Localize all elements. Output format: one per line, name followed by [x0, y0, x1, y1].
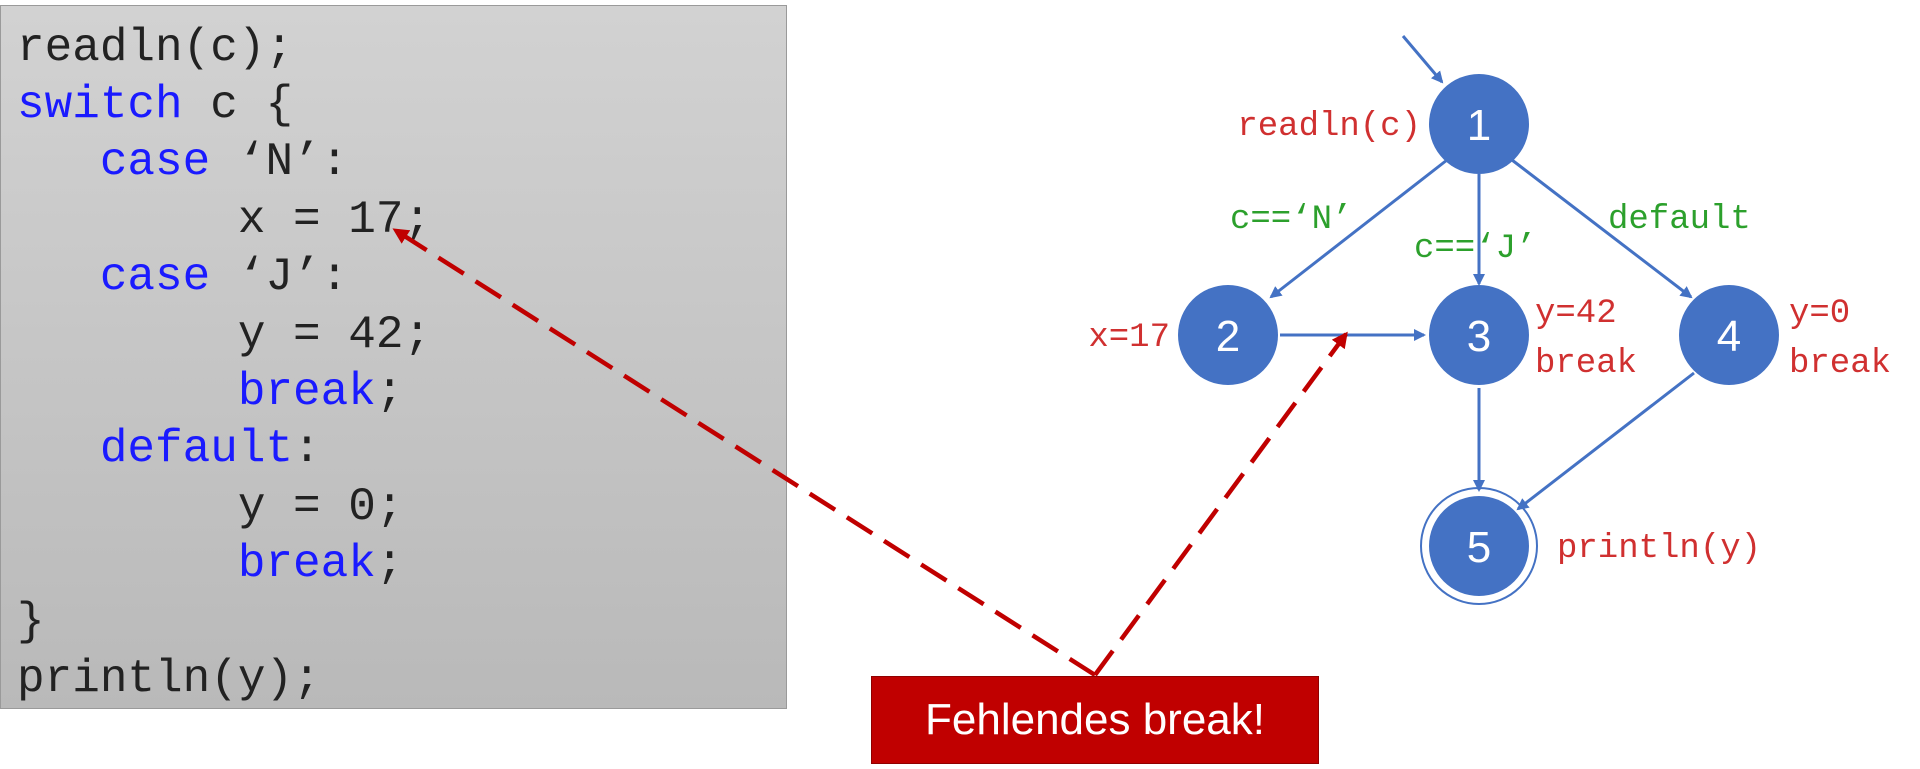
- code-line-12: println(y);: [17, 653, 321, 705]
- node-1-label: 1: [1467, 101, 1491, 150]
- node-4: [1679, 285, 1779, 385]
- keyword-break: break: [237, 538, 376, 590]
- code-line-8: default:: [99, 423, 321, 475]
- code-line-5: case ‘J’:: [99, 251, 349, 303]
- edge-1-4: [1511, 158, 1693, 299]
- edge-4-5: [1516, 371, 1695, 511]
- code-line-10: break;: [237, 538, 404, 590]
- code-line-2: switch c {: [17, 79, 294, 131]
- missing-break-callout: Fehlendes break!: [871, 676, 1319, 764]
- node-5: [1429, 496, 1529, 596]
- keyword-break: break: [237, 366, 376, 418]
- code-line-9: y = 0;: [237, 481, 404, 533]
- code-line-3: case ‘N’:: [99, 136, 349, 188]
- code-line-4: x = 17;: [237, 194, 432, 246]
- callout-arrow-to-code: [392, 228, 1097, 677]
- node-2: [1178, 285, 1278, 385]
- node-1-statement: readln(c): [1237, 108, 1421, 146]
- edge-1-2-condition: c==‘N’: [1230, 201, 1352, 239]
- code-line-6: y = 42;: [237, 309, 432, 361]
- node-5-label: 5: [1467, 523, 1491, 572]
- node-2-statement: x=17: [1088, 319, 1170, 357]
- edge-1-3-condition: c==‘J’: [1414, 230, 1536, 268]
- node-3-statement-line-2: break: [1535, 345, 1637, 383]
- edge-1-4-condition: default: [1608, 201, 1751, 239]
- node-3-statement-line-1: y=42: [1535, 295, 1617, 333]
- node-4-label: 4: [1717, 312, 1741, 361]
- node-1: [1429, 74, 1529, 174]
- code-panel: readln(c); switch c { case ‘N’: x = 17; …: [0, 5, 787, 709]
- entry-edge: [1401, 35, 1444, 84]
- node-5-statement: println(y): [1557, 530, 1761, 568]
- callout-arrow-to-graph: [1093, 331, 1348, 677]
- code-line-11: }: [17, 596, 45, 648]
- node-3: [1429, 285, 1529, 385]
- code-line-1: readln(c);: [17, 22, 294, 74]
- keyword-switch: switch: [17, 79, 183, 131]
- node-5-outer-ring: [1420, 487, 1538, 605]
- keyword-default: default: [99, 423, 294, 475]
- node-3-label: 3: [1467, 312, 1491, 361]
- edge-1-2: [1269, 158, 1448, 299]
- node-2-label: 2: [1216, 312, 1240, 361]
- code-line-7: break;: [237, 366, 404, 418]
- callout-text: Fehlendes break!: [925, 695, 1265, 744]
- keyword-case: case: [99, 136, 211, 188]
- node-4-statement-line-2: break: [1789, 345, 1891, 383]
- keyword-case: case: [99, 251, 211, 303]
- node-4-statement-line-1: y=0: [1789, 295, 1850, 333]
